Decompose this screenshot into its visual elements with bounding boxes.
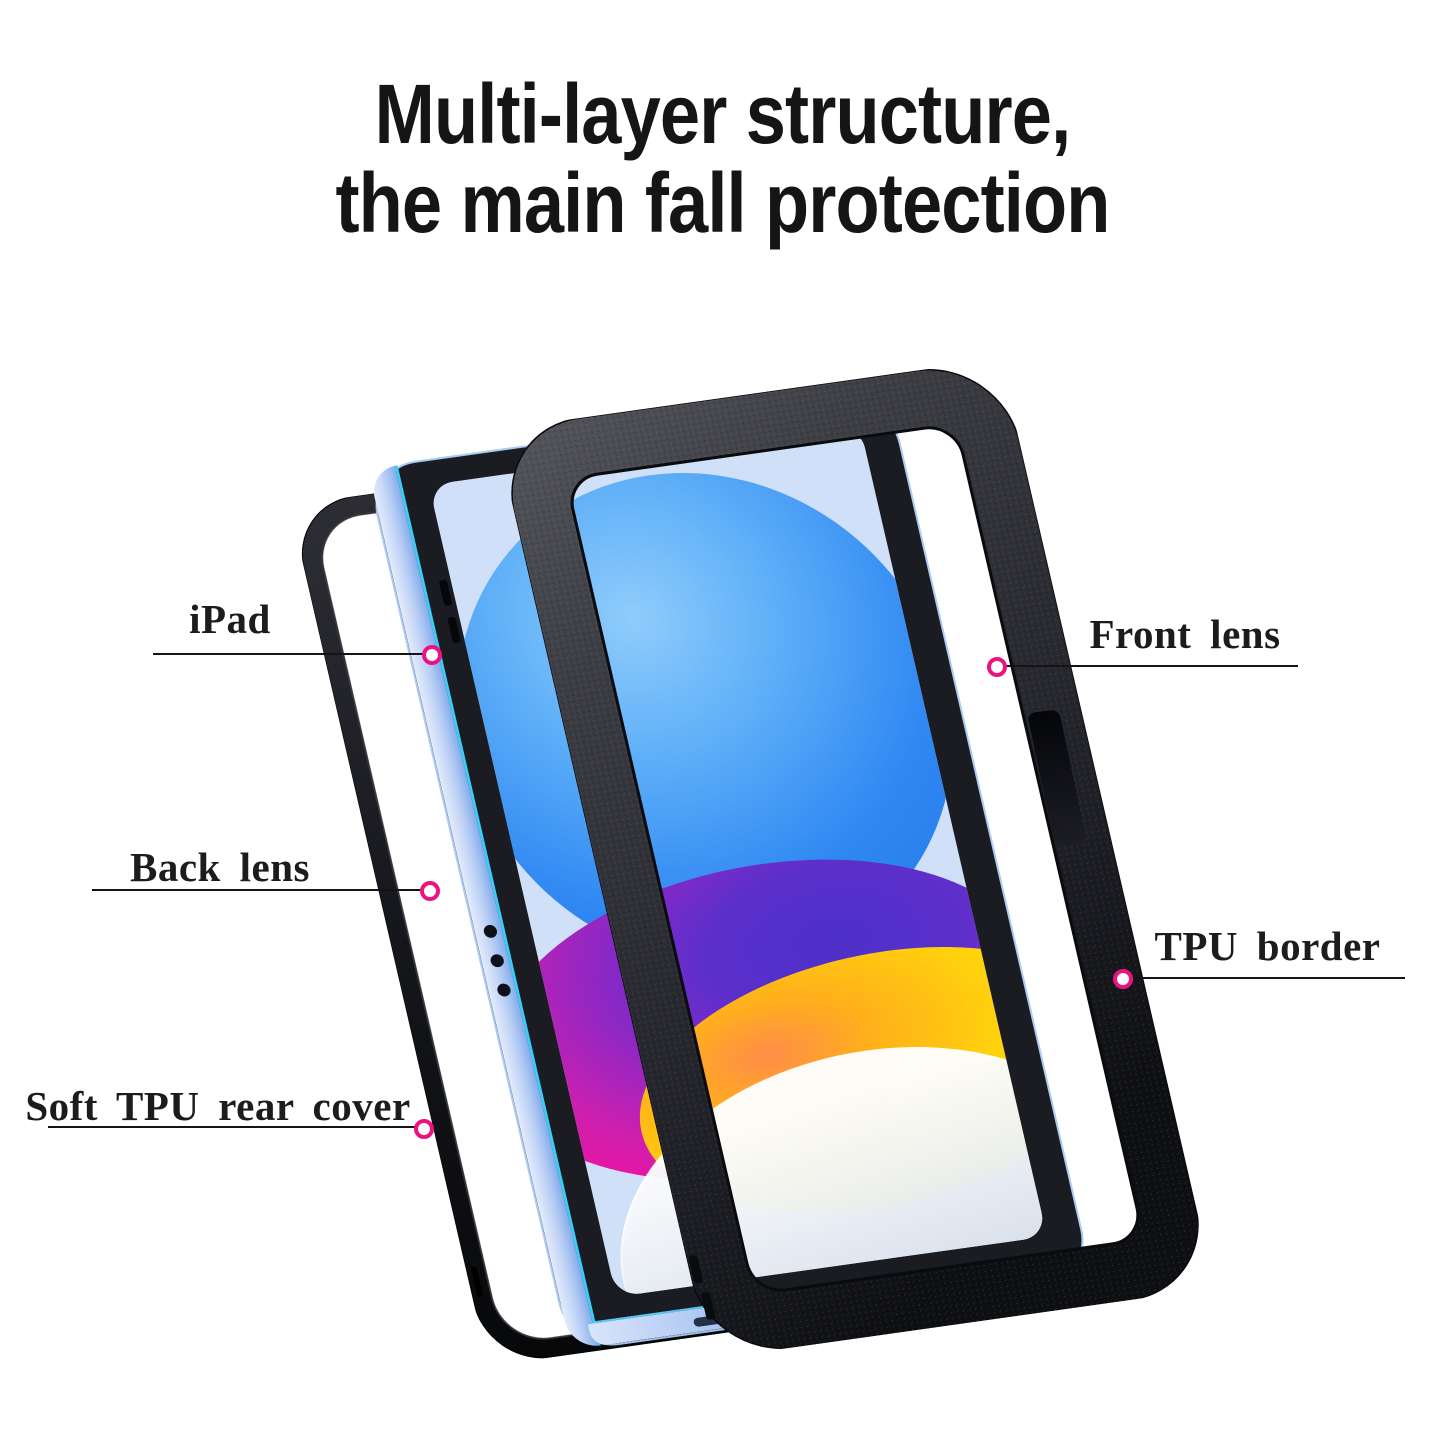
callout-line-front-lens xyxy=(997,665,1298,667)
callout-line-tpu-border xyxy=(1123,977,1405,979)
tpu-border-frame xyxy=(511,369,1199,1349)
page-title: Multi-layer structure, the main fall pro… xyxy=(0,70,1445,248)
callout-dot-front-lens xyxy=(987,657,1007,677)
callout-label-back-lens: Back lens xyxy=(130,844,310,890)
front-border-layer xyxy=(495,359,1215,1359)
callout-dot-ipad xyxy=(422,645,442,665)
callout-line-back-lens xyxy=(92,889,430,891)
callout-dot-tpu-border xyxy=(1113,969,1133,989)
callout-line-ipad xyxy=(153,653,432,655)
callout-label-soft-tpu-rear-cover: Soft TPU rear cover xyxy=(25,1083,411,1129)
callout-dot-soft-tpu-rear-cover xyxy=(414,1119,434,1139)
title-line-1: Multi-layer structure, xyxy=(374,67,1071,161)
title-line-2: the main fall protection xyxy=(335,156,1110,250)
ipad-volume-button xyxy=(438,579,453,607)
callout-label-ipad: iPad xyxy=(189,596,271,642)
callout-label-front-lens: Front lens xyxy=(1089,611,1281,657)
callout-line-soft-tpu-rear-cover xyxy=(48,1126,424,1128)
callout-dot-back-lens xyxy=(420,881,440,901)
ipad-volume-button xyxy=(447,616,461,644)
callout-label-tpu-border: TPU border xyxy=(1154,923,1381,969)
